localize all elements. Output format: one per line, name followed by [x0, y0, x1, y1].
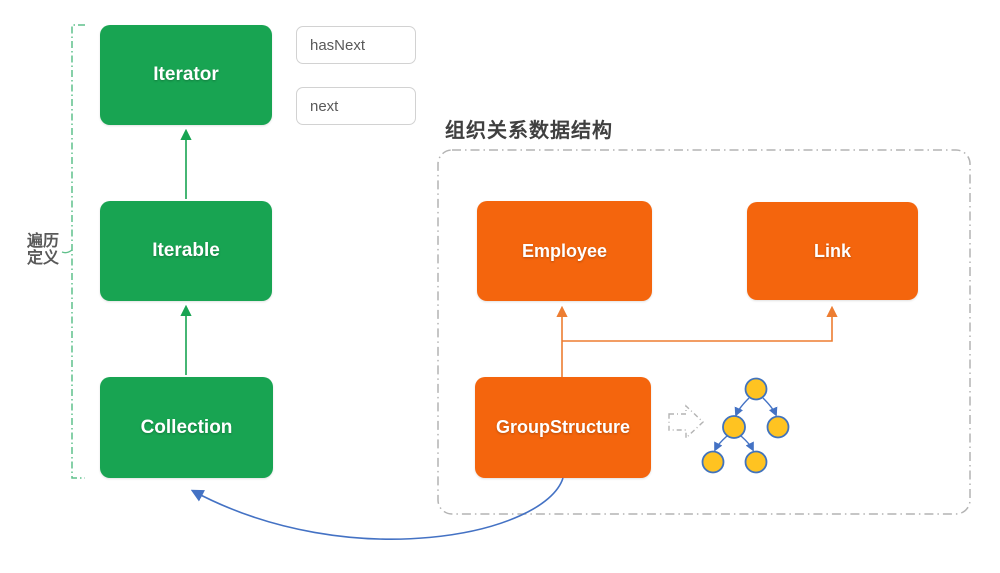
method-box-next-label: next: [310, 97, 339, 115]
traversal-bracket: [71, 24, 85, 479]
binary-tree-icon: [701, 377, 790, 474]
bracket-label: 遍历 定义: [22, 233, 64, 267]
class-box-iterator-label: Iterator: [153, 64, 219, 85]
tree-node-root: [744, 377, 768, 401]
class-box-iterable[interactable]: Iterable: [100, 201, 272, 301]
tree-edge-left-right: [740, 435, 754, 452]
class-box-employee[interactable]: Employee: [477, 201, 652, 301]
arrow-groupstructure-to-link: [562, 305, 838, 342]
method-box-next[interactable]: next: [296, 87, 416, 125]
arrow-groupstructure-to-collection: [190, 477, 564, 540]
class-box-link[interactable]: Link: [747, 202, 918, 300]
tree-edge-left-left: [714, 435, 728, 452]
method-box-hasnext[interactable]: hasNext: [296, 26, 416, 64]
class-box-collection-label: Collection: [140, 416, 233, 438]
tree-node-l3-left: [701, 450, 725, 474]
class-box-employee-label: Employee: [521, 240, 608, 261]
method-box-hasnext-label: hasNext: [310, 36, 366, 54]
tree-node-l3-right: [744, 450, 768, 474]
class-box-iterator[interactable]: Iterator: [100, 25, 272, 125]
bracket-label-line2: 定义: [26, 250, 59, 267]
dashed-transform-arrow-icon: [668, 404, 705, 440]
class-box-collection[interactable]: Collection: [100, 377, 273, 478]
tree-edge-root-right: [762, 397, 778, 417]
class-box-iterable-label: Iterable: [152, 240, 220, 261]
tree-node-l2-right: [766, 415, 790, 439]
bracket-label-line1: 遍历: [26, 233, 59, 250]
class-box-groupstructure[interactable]: GroupStructure: [475, 377, 651, 478]
class-box-groupstructure-label: GroupStructure: [495, 417, 630, 437]
class-box-link-label: Link: [813, 240, 851, 261]
org-structure-title: 组织关系数据结构: [445, 120, 613, 142]
tree-edge-root-left: [734, 397, 750, 417]
tree-node-l2-left: [722, 415, 746, 439]
